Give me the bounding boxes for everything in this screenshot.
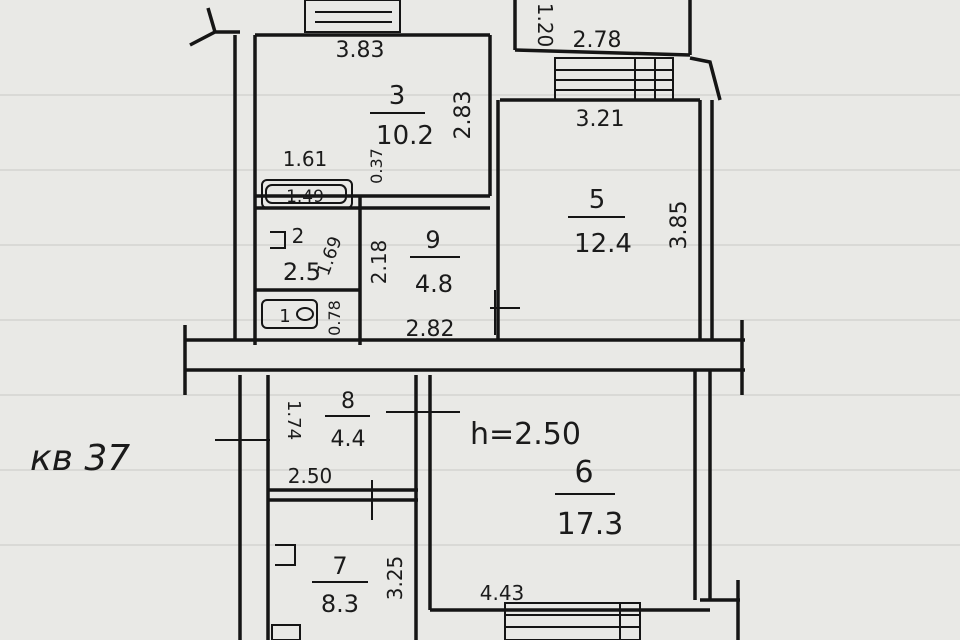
room-7-area: 8.3 xyxy=(321,590,359,618)
stove xyxy=(271,624,301,640)
room-8-area: 4.4 xyxy=(331,427,366,452)
dim-2-83: 2.83 xyxy=(451,91,476,140)
dim-1-20: 1.20 xyxy=(533,3,557,48)
bathtub xyxy=(261,179,353,209)
room-7-number: 7 xyxy=(332,552,347,580)
paper-grid xyxy=(0,94,960,546)
dim-3-25: 3.25 xyxy=(383,556,407,601)
toilet xyxy=(261,299,318,329)
dim-4-43: 4.43 xyxy=(480,581,525,605)
dim-3-85: 3.85 xyxy=(667,201,692,250)
dim-1-61: 1.61 xyxy=(283,147,328,171)
room-6-area: 17.3 xyxy=(557,507,624,542)
room-2-number: 2 xyxy=(292,224,305,248)
apartment-label: кв 37 xyxy=(30,438,130,479)
dim-2-78: 2.78 xyxy=(573,28,622,53)
walls xyxy=(183,0,745,640)
room-1-number: 1 xyxy=(279,306,290,327)
window-room-5 xyxy=(554,57,674,101)
dim-2-18: 2.18 xyxy=(367,240,391,285)
dim-1-49: 1.49 xyxy=(286,187,324,207)
dim-0-37: 0.37 xyxy=(367,148,386,184)
dimension-lines xyxy=(215,290,520,520)
room-5-number: 5 xyxy=(589,185,606,215)
room-9-area: 4.8 xyxy=(415,270,453,298)
room-8-number: 8 xyxy=(341,389,355,414)
dim-0-78: 0.78 xyxy=(325,300,344,336)
dim-2-82: 2.82 xyxy=(406,317,455,342)
room-fraction-bars xyxy=(312,112,625,583)
room-2-area: 2.5 xyxy=(283,258,321,286)
room-9-number: 9 xyxy=(425,226,440,254)
room-3-number: 3 xyxy=(389,81,406,111)
dim-3-83: 3.83 xyxy=(336,38,385,63)
dim-3-21: 3.21 xyxy=(576,107,625,132)
sink xyxy=(270,231,286,249)
room-3-area: 10.2 xyxy=(376,121,434,151)
dim-1-69: 1.69 xyxy=(313,234,346,279)
dim-2-50: 2.50 xyxy=(288,464,333,488)
window-room-6 xyxy=(504,602,641,640)
dim-1-74: 1.74 xyxy=(283,400,304,440)
room-6-number: 6 xyxy=(574,455,593,490)
ceiling-height-label: h=2.50 xyxy=(470,417,581,452)
room-5-area: 12.4 xyxy=(574,229,632,259)
window-top xyxy=(304,0,401,33)
kitchen-sink xyxy=(275,544,296,566)
